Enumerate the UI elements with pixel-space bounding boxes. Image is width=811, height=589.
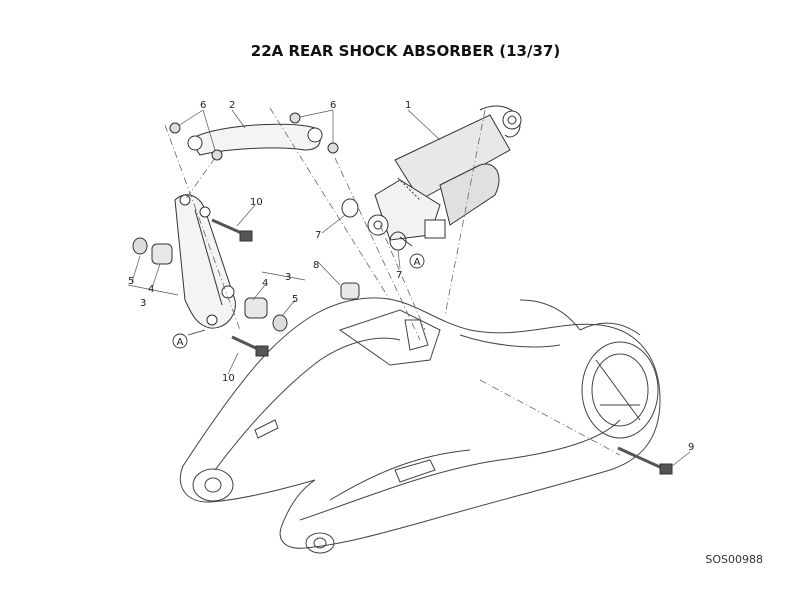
callout-4-left: 4 [148, 284, 154, 295]
callout-10-upper: 10 [250, 197, 263, 208]
reference-markers [172, 236, 425, 349]
callout-1: 1 [405, 100, 411, 111]
diagram-code: SOS00988 [705, 553, 763, 566]
leader-lines [127, 109, 691, 467]
shock-absorber [367, 105, 522, 241]
callout-7-right: 7 [396, 270, 402, 281]
tie-rod-link [169, 112, 339, 161]
diagram-title: 22A REAR SHOCK ABSORBER (13/37) [250, 42, 561, 60]
callout-5-right: 5 [292, 294, 298, 305]
callout-3-right: 3 [285, 272, 291, 283]
callout-10-lower: 10 [222, 373, 235, 384]
callout-2: 2 [229, 100, 235, 111]
callout-6-left: 6 [200, 100, 206, 111]
callout-8: 8 [313, 260, 319, 271]
callout-3-left: 3 [140, 298, 146, 309]
assembly-lines [164, 107, 621, 456]
callout-9: 9 [688, 442, 694, 453]
rocker-arm [174, 194, 236, 329]
callout-7-left: 7 [315, 230, 321, 241]
callout-4-right: 4 [262, 278, 268, 289]
small-hardware [132, 198, 673, 475]
callout-5-left: 5 [128, 276, 134, 287]
swingarm [179, 297, 661, 554]
callout-6-right: 6 [330, 100, 336, 111]
ref-marker-a-right: A [414, 257, 421, 268]
ref-marker-a-left: A [177, 337, 184, 348]
